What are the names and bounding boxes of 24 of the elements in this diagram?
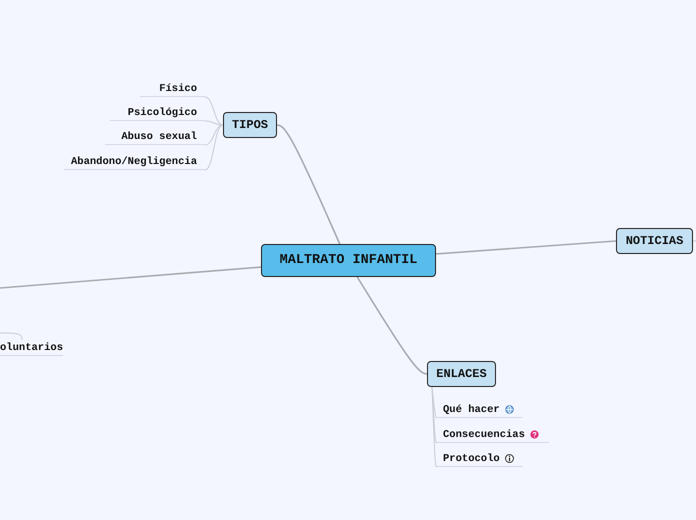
subtopic-label: oluntarios: [0, 340, 63, 356]
connector-line: [204, 124, 224, 146]
connector-line: [0, 332, 22, 340]
subtopic-label: Qué hacer: [437, 402, 522, 418]
connector-line: [432, 386, 438, 418]
connector-line: [204, 120, 224, 126]
connector-line: [204, 124, 224, 170]
subtopic-label: Físico: [140, 81, 205, 97]
central-topic-box: MALTRATO INFANTIL: [261, 244, 436, 277]
subtopic-label: Consecuencias: [437, 427, 549, 443]
connector-line: [436, 240, 616, 255]
topic-box: NOTICIAS: [616, 228, 693, 254]
connector-line: [356, 276, 428, 375]
subtopic-label: Abuso sexual: [105, 129, 205, 145]
subtopic-label: Abandono/Negligencia: [64, 154, 205, 170]
topic-box: ENLACES: [427, 361, 496, 387]
connector-line: [276, 124, 340, 244]
connector-line: [692, 240, 696, 242]
connector-line: [204, 96, 224, 126]
connector-line: [432, 386, 438, 468]
subtopic-label: Psicológico: [110, 105, 205, 121]
subtopic-label: Protocolo: [437, 451, 523, 467]
topic-box: TIPOS: [223, 112, 277, 138]
connector-line: [0, 266, 262, 289]
